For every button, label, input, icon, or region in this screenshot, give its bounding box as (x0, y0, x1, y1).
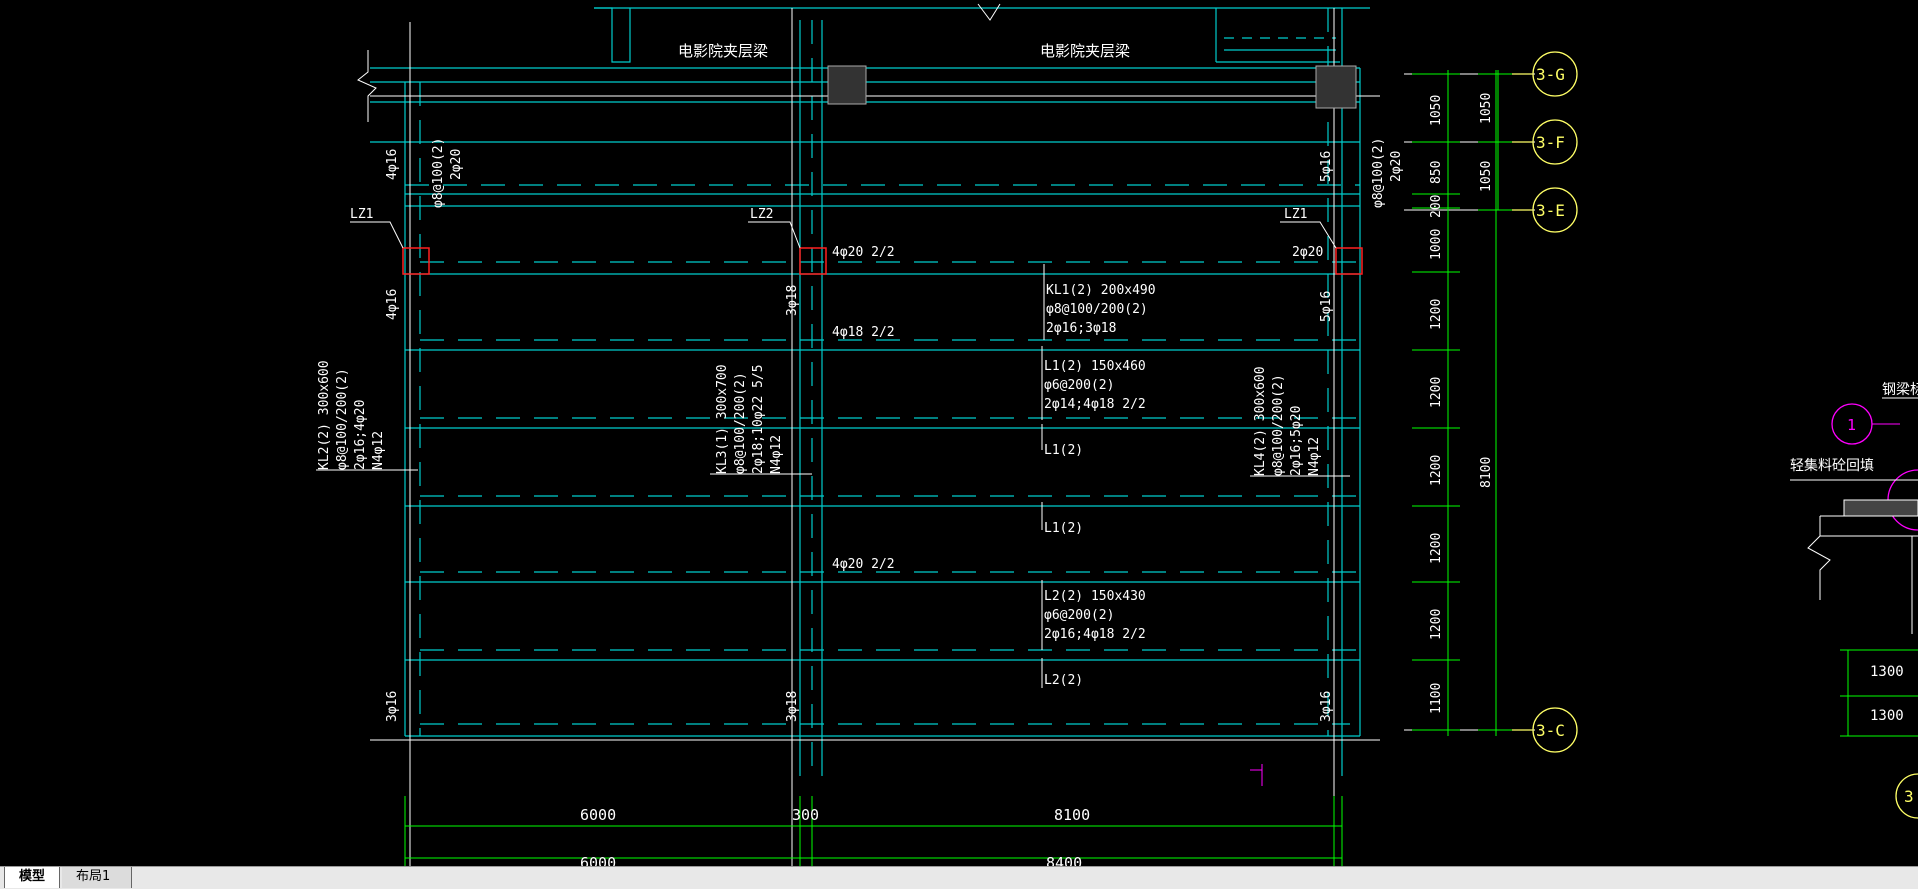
column-label-2: LZ2 (750, 207, 773, 222)
svg-text:2φ20: 2φ20 (1389, 151, 1404, 182)
svg-text:2φ16;3φ18: 2φ16;3φ18 (1046, 321, 1116, 336)
svg-text:850: 850 (1429, 161, 1444, 184)
svg-text:8100: 8100 (1479, 457, 1494, 488)
svg-text:1200: 1200 (1429, 609, 1444, 640)
rebar-note-4: 2φ20 (1292, 245, 1323, 260)
detail-dim-2: 1300 (1870, 708, 1904, 724)
svg-text:KL1(2) 200x490: KL1(2) 200x490 (1046, 283, 1156, 298)
vertical-label-kl3: KL3(1) 300x700 φ8@100/200(2) 2φ18;10φ22 … (715, 364, 784, 474)
detail-label-elevation: 钢梁标高 (1882, 381, 1918, 398)
vertical-label-kl2: KL2(2) 300x600 φ8@100/200(2) 2φ16;4φ20 N… (317, 360, 386, 470)
rebar-note-2: 4φ18 2/2 (832, 325, 895, 340)
svg-text:300: 300 (792, 806, 819, 824)
svg-text:φ6@200(2): φ6@200(2) (1044, 608, 1114, 623)
small-rebar-labels: 4φ16 4φ16 3φ16 3φ18 3φ18 5φ16 5φ16 3φ16 (385, 149, 1334, 722)
tab-model[interactable]: 模型 (4, 867, 60, 888)
layout-tab-bar: 模型 布局1 (0, 866, 1918, 889)
svg-text:3-G: 3-G (1536, 65, 1565, 84)
svg-text:3-C: 3-C (1536, 721, 1565, 740)
svg-text:200: 200 (1429, 195, 1444, 218)
column-leaders (316, 221, 1350, 688)
svg-text:8100: 8100 (1054, 806, 1090, 824)
svg-text:5φ16: 5φ16 (1319, 291, 1334, 322)
svg-text:1100: 1100 (1429, 683, 1444, 714)
svg-text:L2(2) 150x430: L2(2) 150x430 (1044, 589, 1146, 604)
svg-text:1050: 1050 (1479, 161, 1494, 192)
bottom-dimension-values: 6000 300 8100 6000 8400 (580, 806, 1090, 866)
beam-label-kl1: KL1(2) 200x490 φ8@100/200(2) 2φ16;3φ18 (1046, 283, 1156, 336)
right-dimension-lines (1412, 70, 1512, 736)
svg-text:N4φ12: N4φ12 (769, 435, 784, 474)
right-dimension-values: 1050 850 200 1000 1200 1200 1200 1200 12… (1429, 93, 1494, 714)
detail-dim-1: 1300 (1870, 664, 1904, 680)
svg-text:4φ16: 4φ16 (385, 149, 400, 180)
svg-text:L1(2) 150x460: L1(2) 150x460 (1044, 359, 1146, 374)
svg-text:1200: 1200 (1429, 455, 1444, 486)
vertical-label-kl4: KL4(2) 300x600 φ8@100/200(2) 2φ16;5φ20 N… (1253, 366, 1322, 476)
cad-drawing-canvas[interactable]: 电影院夹层梁 电影院夹层梁 LZ1 LZ2 LZ1 4φ20 2/2 4φ18 … (0, 0, 1918, 866)
beam-label-l2-b: L2(2) (1044, 673, 1083, 688)
detail-marker-number: 1 (1847, 416, 1856, 434)
svg-text:1200: 1200 (1429, 299, 1444, 330)
svg-text:1200: 1200 (1429, 533, 1444, 564)
top-label-right: 电影院夹层梁 (1040, 42, 1130, 60)
beam-label-l1: L1(2) 150x460 φ6@200(2) 2φ14;4φ18 2/2 (1044, 359, 1146, 412)
svg-text:2φ16;4φ18 2/2: 2φ16;4φ18 2/2 (1044, 627, 1146, 642)
top-rebar-left: φ8@100(2) 2φ20 (431, 138, 464, 208)
svg-text:8400: 8400 (1046, 854, 1082, 866)
svg-text:3φ18: 3φ18 (785, 285, 800, 316)
svg-text:2φ16;4φ20: 2φ16;4φ20 (353, 400, 368, 470)
svg-text:KL4(2) 300x600: KL4(2) 300x600 (1253, 366, 1268, 476)
svg-text:φ8@100/200(2): φ8@100/200(2) (1046, 302, 1148, 317)
svg-text:6000: 6000 (580, 806, 616, 824)
detail-fragment (1250, 397, 1918, 819)
svg-text:5φ16: 5φ16 (1319, 151, 1334, 182)
svg-text:φ8@100(2): φ8@100(2) (431, 138, 446, 208)
beam-label-l1-a: L1(2) (1044, 443, 1083, 458)
svg-text:1050: 1050 (1429, 95, 1444, 126)
svg-text:φ8@100/200(2): φ8@100/200(2) (335, 368, 350, 470)
svg-text:2φ16;5φ20: 2φ16;5φ20 (1289, 406, 1304, 476)
axis-labels: 3-G 3-F 3-E 3-C 3 (1536, 65, 1914, 806)
svg-text:φ8@100(2): φ8@100(2) (1371, 138, 1386, 208)
svg-text:3-F: 3-F (1536, 133, 1565, 152)
bottom-dimension-lines (404, 796, 1343, 866)
detail-label-fill: 轻集料砼回填 (1790, 457, 1874, 474)
svg-text:3φ16: 3φ16 (385, 691, 400, 722)
svg-text:KL3(1) 300x700: KL3(1) 300x700 (715, 364, 730, 474)
svg-text:2φ18;10φ22 5/5: 2φ18;10φ22 5/5 (751, 364, 766, 474)
svg-text:1200: 1200 (1429, 377, 1444, 408)
top-rebar-right: φ8@100(2) 2φ20 (1371, 138, 1404, 208)
svg-text:φ8@100/200(2): φ8@100/200(2) (733, 372, 748, 474)
column-label-1: LZ1 (350, 207, 373, 222)
svg-text:4φ16: 4φ16 (385, 289, 400, 320)
svg-text:3φ18: 3φ18 (785, 691, 800, 722)
svg-text:3: 3 (1904, 787, 1914, 806)
svg-text:6000: 6000 (580, 854, 616, 866)
rebar-note-3: 4φ20 2/2 (832, 557, 895, 572)
beam-label-l2: L2(2) 150x430 φ6@200(2) 2φ16;4φ18 2/2 (1044, 589, 1146, 642)
svg-text:2φ20: 2φ20 (449, 149, 464, 180)
svg-text:φ6@200(2): φ6@200(2) (1044, 378, 1114, 393)
beam-label-l1-b: L1(2) (1044, 521, 1083, 536)
svg-text:1000: 1000 (1429, 229, 1444, 260)
svg-text:3-E: 3-E (1536, 201, 1565, 220)
svg-text:φ8@100/200(2): φ8@100/200(2) (1271, 374, 1286, 476)
svg-text:2φ14;4φ18 2/2: 2φ14;4φ18 2/2 (1044, 397, 1146, 412)
svg-text:N4φ12: N4φ12 (371, 431, 386, 470)
top-label-left: 电影院夹层梁 (678, 42, 768, 60)
column-label-3: LZ1 (1284, 207, 1307, 222)
svg-text:3φ16: 3φ16 (1319, 691, 1334, 722)
rebar-note-1: 4φ20 2/2 (832, 245, 895, 260)
svg-text:N4φ12: N4φ12 (1307, 437, 1322, 476)
svg-text:KL2(2) 300x600: KL2(2) 300x600 (317, 360, 332, 470)
tab-layout1[interactable]: 布局1 (62, 867, 132, 888)
hatched-columns (827, 65, 1357, 109)
beam-lines (370, 7, 1370, 776)
svg-text:1050: 1050 (1479, 93, 1494, 124)
axis-bubbles (1512, 51, 1578, 753)
column-markers (402, 247, 1363, 275)
